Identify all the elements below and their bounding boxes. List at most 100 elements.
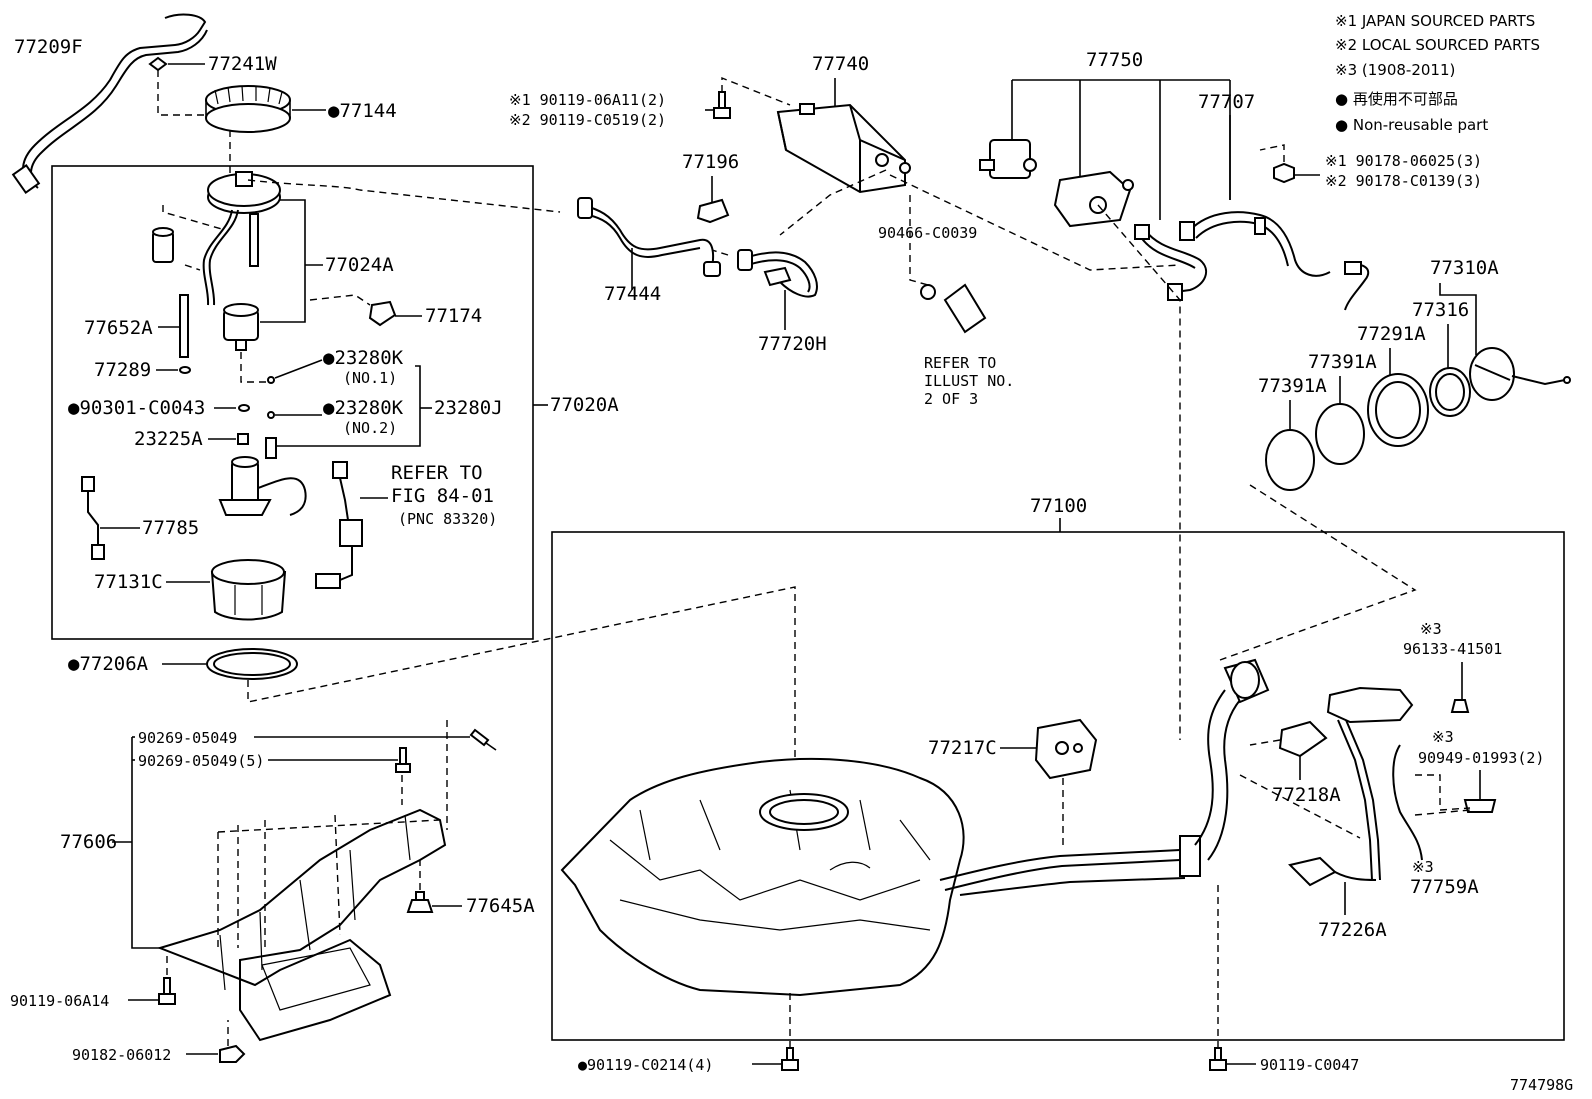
label-77024A[interactable]: 77024A <box>325 254 394 276</box>
hose-end-cap <box>1344 261 1362 275</box>
fuel-pump-motor <box>218 456 307 516</box>
oring-90301-C0043 <box>238 404 250 412</box>
label-77174[interactable]: 77174 <box>425 305 482 327</box>
label-refer-illust-a: REFER TO <box>924 354 996 372</box>
fuel-tank-77100 <box>560 757 965 997</box>
pump-flange-77024A <box>202 171 281 351</box>
filter-23225A <box>237 433 249 445</box>
bolt-90119-C0214 <box>781 1047 799 1071</box>
label-nut-90178-06025[interactable]: ※1 90178-06025(3) <box>1325 152 1482 170</box>
clip-96133 <box>1450 699 1470 713</box>
label-77209F[interactable]: 77209F <box>14 36 83 58</box>
legend: ※1 JAPAN SOURCED PARTS ※2 LOCAL SOURCED … <box>1335 12 1540 134</box>
label-77217C[interactable]: 77217C <box>928 737 997 759</box>
bolt-90119-06A14 <box>158 977 176 1005</box>
ring-77316 <box>1429 367 1471 417</box>
gasket-77206A <box>206 648 298 680</box>
vsv-valve-a <box>979 139 1037 179</box>
label-77720H[interactable]: 77720H <box>758 333 827 355</box>
clip-77174 <box>368 300 397 327</box>
label-refer-fig[interactable]: FIG 84-01 <box>391 485 494 507</box>
label-90182-06012[interactable]: 90182-06012 <box>72 1046 171 1064</box>
label-77750[interactable]: 77750 <box>1086 49 1143 71</box>
retainer-ring-77144 <box>205 85 291 133</box>
label-77391A-a[interactable]: 77391A <box>1308 351 1377 373</box>
label-bolt-90119-C0519[interactable]: ※2 90119-C0519(2) <box>509 111 666 129</box>
label-nut-90178-C0139[interactable]: ※2 90178-C0139(3) <box>1325 172 1482 190</box>
tube-77652A <box>179 294 189 358</box>
label-90949-m3: ※3 <box>1432 728 1454 746</box>
label-refer-to: REFER TO <box>391 462 483 484</box>
label-77206A[interactable]: ●77206A <box>68 653 149 675</box>
label-77144[interactable]: ●77144 <box>328 100 397 122</box>
label-77196[interactable]: 77196 <box>682 151 739 173</box>
label-23280K-no1[interactable]: ●23280K <box>323 347 404 369</box>
label-77289[interactable]: 77289 <box>94 359 151 381</box>
label-23280J[interactable]: 23280J <box>434 397 503 419</box>
label-90301-C0043[interactable]: ●90301-C0043 <box>68 397 205 419</box>
oring-23280K-no1 <box>267 376 275 384</box>
label-77226A[interactable]: 77226A <box>1318 919 1387 941</box>
bolt-90119-C0047 <box>1209 1047 1227 1071</box>
label-refer-illust-c: 2 OF 3 <box>924 390 978 408</box>
label-90119-C0214[interactable]: ●90119-C0214(4) <box>578 1056 713 1074</box>
label-77652A[interactable]: 77652A <box>84 317 153 339</box>
nut-90182-06012 <box>219 1044 246 1063</box>
hose-77707 <box>1179 211 1331 277</box>
pad-77217C <box>1034 718 1098 780</box>
label-23280K-no2-note: (NO.2) <box>343 419 397 437</box>
label-23280K-no2[interactable]: ●23280K <box>323 397 404 419</box>
illustration-number: 774798G <box>1510 1076 1573 1094</box>
label-23225A[interactable]: 23225A <box>134 428 203 450</box>
label-77241W[interactable]: 77241W <box>208 53 277 75</box>
label-refer-illust-b[interactable]: ILLUST NO. <box>924 372 1014 390</box>
harness-refer-fig-84-01 <box>315 461 363 589</box>
legend-nonreusable-en: ● Non-reusable part <box>1335 116 1488 134</box>
label-90269-05049[interactable]: 90269-05049 <box>138 729 237 747</box>
filler-neck-bracket <box>1288 686 1414 887</box>
label-77444[interactable]: 77444 <box>604 283 661 305</box>
label-77218A[interactable]: 77218A <box>1272 784 1341 806</box>
label-90269-05049-5[interactable]: 90269-05049(5) <box>138 752 264 770</box>
bolt-90269-a <box>469 728 497 751</box>
label-77759A[interactable]: 77759A <box>1410 876 1479 898</box>
regulator-23280J <box>265 437 277 459</box>
label-77316[interactable]: 77316 <box>1412 299 1469 321</box>
label-23280K-no1-note: (NO.1) <box>343 369 397 387</box>
label-77291A[interactable]: 77291A <box>1357 323 1426 345</box>
label-77020A[interactable]: 77020A <box>550 394 619 416</box>
nut-90178 <box>1273 162 1295 184</box>
label-96133-41501[interactable]: 96133-41501 <box>1403 640 1502 658</box>
vapor-hose-77444 <box>577 197 721 277</box>
label-77785[interactable]: 77785 <box>142 517 199 539</box>
legend-period: ※3 (1908-2011) <box>1335 61 1455 79</box>
fuel-cap-77310A <box>1469 347 1571 401</box>
label-77391A-b[interactable]: 77391A <box>1258 375 1327 397</box>
label-90949-01993[interactable]: 90949-01993(2) <box>1418 749 1544 767</box>
fuel-line-77209F <box>11 13 208 194</box>
label-77645A[interactable]: 77645A <box>466 895 535 917</box>
label-77131C[interactable]: 77131C <box>94 571 163 593</box>
gasket-77391A-b <box>1265 429 1315 491</box>
filler-housing-77291A <box>1367 373 1429 447</box>
label-77740[interactable]: 77740 <box>812 53 869 75</box>
harness-77785 <box>81 476 105 560</box>
label-90466-C0039[interactable]: 90466-C0039 <box>878 224 977 242</box>
label-77100[interactable]: 77100 <box>1030 495 1087 517</box>
clip-77645A <box>406 891 434 913</box>
pump-module-box <box>51 165 534 640</box>
bolt-90269-b <box>395 747 411 773</box>
label-77310A[interactable]: 77310A <box>1430 257 1499 279</box>
oring-77289 <box>179 366 191 374</box>
gasket-77391A-a <box>1315 403 1365 465</box>
hose-77750 <box>1134 224 1208 301</box>
hose-77720H <box>737 249 818 298</box>
label-90119-C0047[interactable]: 90119-C0047 <box>1260 1056 1359 1074</box>
label-bolt-90119-06A11[interactable]: ※1 90119-06A11(2) <box>509 91 666 109</box>
label-77606[interactable]: 77606 <box>60 831 117 853</box>
bracket-77131C <box>210 559 287 621</box>
filter-cap <box>152 227 174 263</box>
label-90119-06A14[interactable]: 90119-06A14 <box>10 992 109 1010</box>
label-77707[interactable]: 77707 <box>1198 91 1255 113</box>
